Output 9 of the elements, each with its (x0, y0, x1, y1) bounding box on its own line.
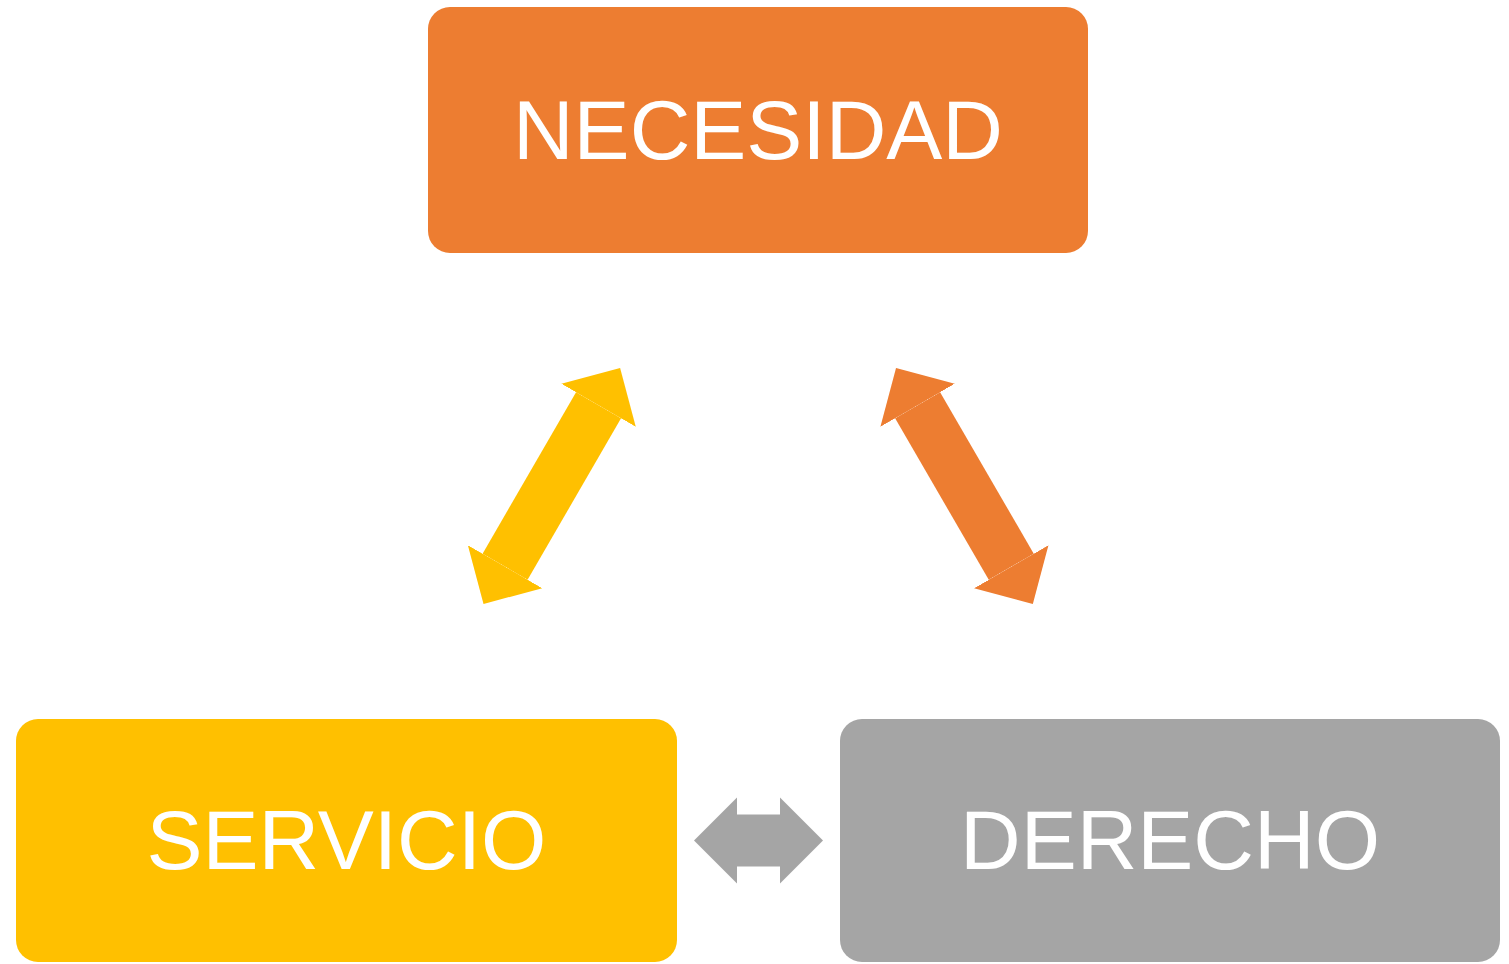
rounded-box (840, 719, 1500, 962)
box-label: SERVICIO (146, 792, 547, 889)
rounded-box (16, 719, 677, 962)
double-arrow (880, 368, 1049, 604)
double-arrow (467, 368, 636, 604)
double-arrow (694, 797, 823, 884)
box-label: NECESIDAD (512, 81, 1004, 179)
box-label: DERECHO (959, 792, 1380, 889)
rounded-box (428, 7, 1088, 253)
